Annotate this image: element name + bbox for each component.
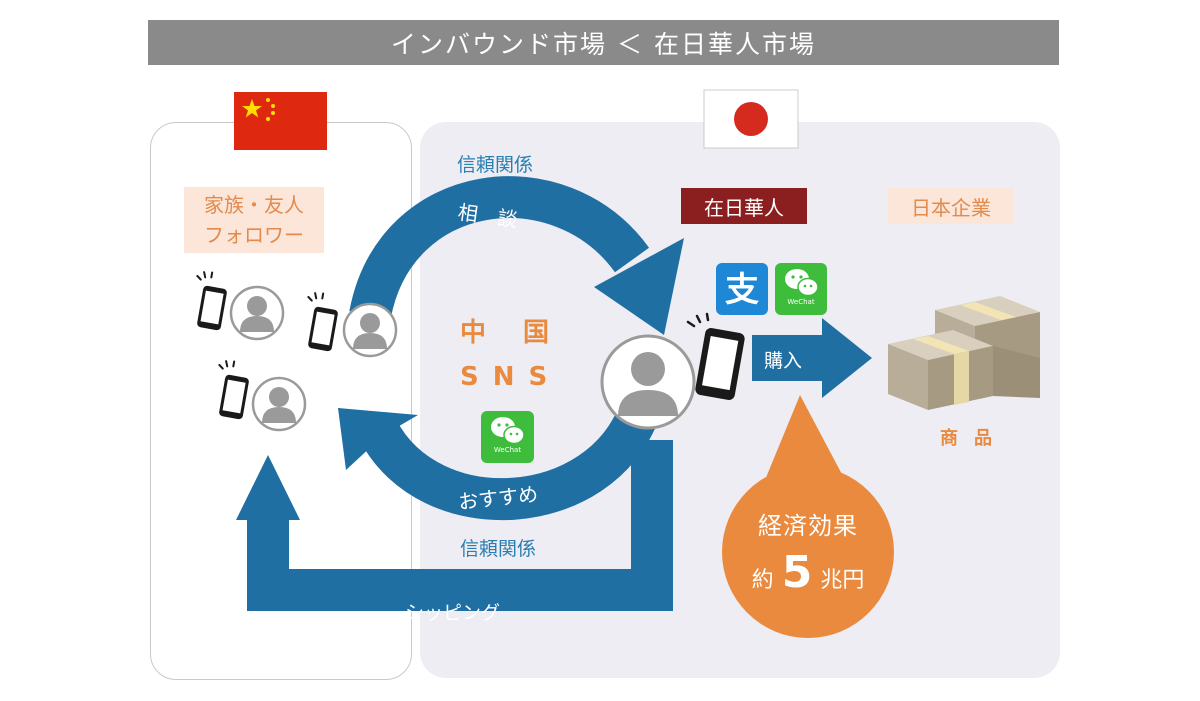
- shipping-label: シッピング: [405, 602, 501, 624]
- family-phone-2: [298, 290, 342, 353]
- family-phone-3: [209, 358, 253, 421]
- economic-effect-bubble: 経済効果 約 5 兆円: [722, 466, 894, 638]
- goods-label: 商品: [940, 428, 1008, 449]
- top-trust-label: 信頼関係: [457, 154, 534, 176]
- economic-effect-value: 5: [781, 547, 813, 598]
- bottom-trust-label: 信頼関係: [460, 538, 537, 560]
- wechat-icon: [481, 411, 534, 463]
- china-label: 中 国: [460, 318, 564, 348]
- purchase-arrow-head: [822, 318, 872, 398]
- family-person-3: [251, 376, 307, 432]
- chinese-in-japan-label: 在日華人: [681, 188, 807, 224]
- shipping-arrow-head: [236, 455, 300, 520]
- svg-text:支: 支: [725, 270, 759, 310]
- family-label-line1: 家族・友人: [204, 193, 304, 217]
- family-person-1: [229, 285, 285, 341]
- family-person-2: [342, 302, 398, 358]
- page-title: インバウンド市場 ＜ 在日華人市場: [148, 20, 1059, 65]
- japanese-company-label: 日本企業: [888, 188, 1014, 224]
- effect-pointer: [765, 395, 845, 480]
- goods-boxes-icon: [888, 296, 1040, 410]
- economic-effect-title: 経済効果: [758, 512, 858, 540]
- purchase-label: 購入: [764, 350, 803, 372]
- purchase-arrow-body: [752, 335, 822, 381]
- economic-effect-suffix: 兆円: [820, 568, 865, 593]
- sns-label: SNS: [460, 362, 562, 392]
- wechat-pay-icon-text: WeChat: [787, 298, 815, 306]
- consult-arc: [349, 176, 650, 320]
- consult-arrow-head: [594, 238, 684, 335]
- economic-effect-prefix: 約: [751, 568, 774, 593]
- japan-flag-icon: [703, 89, 799, 149]
- shipping-arrow: [247, 440, 673, 611]
- recommend-arc: [359, 401, 660, 521]
- china-flag-icon: [234, 92, 327, 150]
- family-label-line2: フォロワー: [204, 223, 304, 247]
- family-friends-label: 家族・友人 フォロワー: [184, 187, 324, 253]
- chinese-resident-avatar: [600, 334, 696, 430]
- wechat-icon-text: WeChat: [493, 446, 522, 454]
- alipay-icon: 支: [716, 263, 768, 315]
- family-phone-1: [187, 269, 231, 332]
- chinese-resident-phone: [686, 312, 745, 401]
- wechat-pay-icon: [775, 263, 827, 315]
